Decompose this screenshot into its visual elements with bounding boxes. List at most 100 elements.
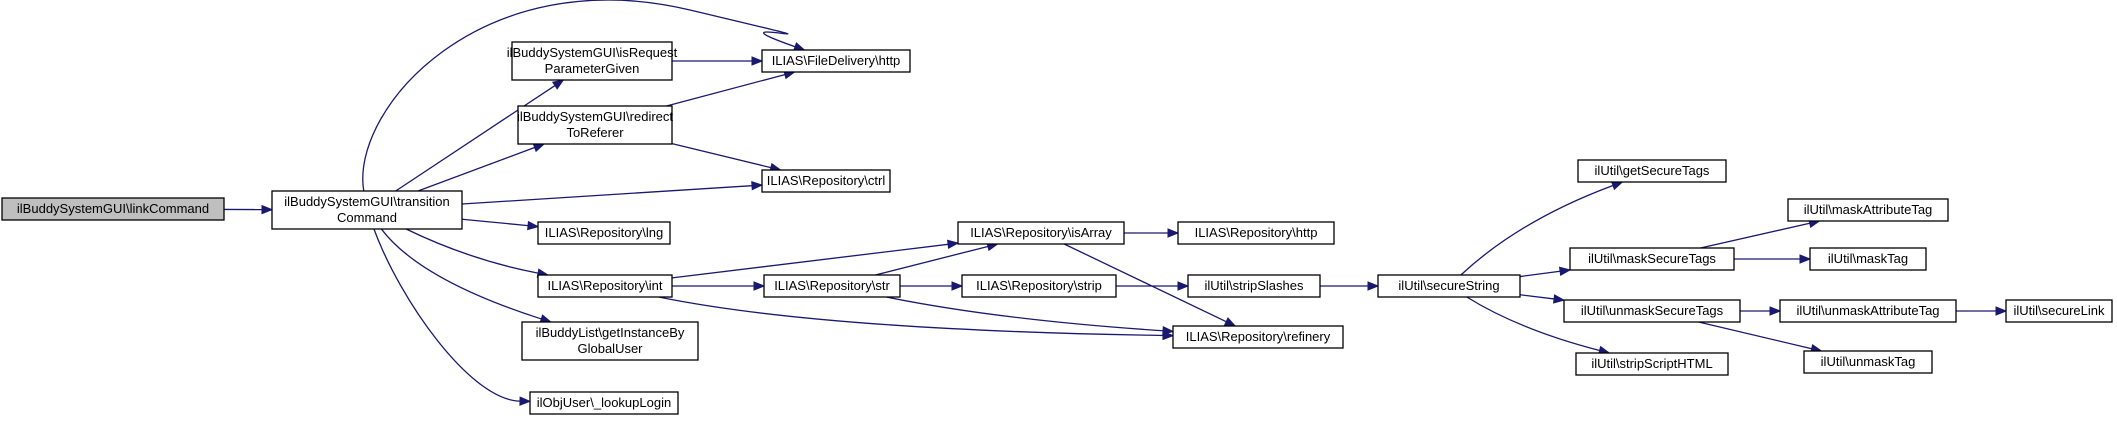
node-box[interactable]: [763, 274, 901, 298]
node-mask-attribute-tag[interactable]: ilUtil\maskAttributeTag: [1787, 198, 1949, 222]
edge-transition-command-to-lookup-login: [373, 228, 532, 406]
node-label: ilBuddySystemGUI\linkCommand: [17, 201, 209, 216]
node-label: ilUtil\secureLink: [2013, 303, 2105, 318]
node-lookup-login[interactable]: ilObjUser\_lookupLogin: [529, 391, 679, 415]
node-mask-tag[interactable]: ilUtil\maskTag: [1809, 247, 1927, 271]
edge-line: [362, 0, 796, 192]
edge-repo-int-to-repo-refinery: [658, 296, 1175, 341]
node-label: ilUtil\unmaskSecureTags: [1581, 303, 1724, 318]
node-label: ILIAS\Repository\str: [774, 278, 890, 293]
node-box[interactable]: [1563, 299, 1741, 323]
arrowhead: [532, 143, 546, 153]
edge-unmask-secure-tags-to-unmask-tag: [1698, 321, 1823, 354]
node-box[interactable]: [2005, 299, 2113, 323]
node-secure-string[interactable]: ilUtil\secureString: [1377, 274, 1521, 298]
node-repo-lng[interactable]: ILIAS\Repository\lng: [537, 221, 671, 245]
edge-line: [461, 185, 753, 205]
node-box[interactable]: [1577, 159, 1727, 183]
node-repo-http[interactable]: ILIAS\Repository\http: [1177, 221, 1335, 245]
node-box[interactable]: [1803, 350, 1933, 374]
edge-redirect-to-referer-to-repo-ctrl: [671, 143, 782, 173]
arrowhead: [1177, 281, 1190, 291]
node-label: ilBuddySystemGUI\redirect: [517, 109, 673, 124]
node-unmask-tag[interactable]: ilUtil\unmaskTag: [1803, 350, 1933, 374]
edge-repo-int-to-repo-str: [672, 281, 766, 291]
node-box[interactable]: [1787, 198, 1949, 222]
arrowhead: [519, 396, 532, 406]
edge-transition-command-to-repo-lng: [461, 218, 540, 231]
node-repo-refinery[interactable]: ILIAS\Repository\refinery: [1172, 325, 1344, 349]
node-strip-script-html[interactable]: ilUtil\stripScriptHTML: [1575, 352, 1729, 376]
arrowhead: [951, 281, 964, 291]
node-repo-str[interactable]: ILIAS\Repository\str: [763, 274, 901, 298]
node-label: ILIAS\Repository\int: [548, 278, 663, 293]
edge-repo-strip-to-strip-slashes: [1116, 281, 1190, 291]
node-box[interactable]: [271, 190, 463, 230]
edge-repo-str-to-repo-refinery: [886, 296, 1175, 336]
node-box[interactable]: [961, 274, 1117, 298]
node-repo-int[interactable]: ILIAS\Repository\int: [537, 274, 673, 298]
node-box[interactable]: [517, 105, 673, 145]
edge-line: [373, 228, 521, 402]
edge-redirect-to-referer-to-file-delivery-http: [666, 70, 796, 107]
edge-line: [1519, 270, 1561, 278]
arrowhead: [527, 220, 540, 231]
node-box[interactable]: [957, 221, 1125, 245]
arrowhead: [1162, 325, 1175, 336]
node-unmask-secure-tags[interactable]: ilUtil\unmaskSecureTags: [1563, 299, 1741, 323]
edge-line: [875, 245, 989, 276]
node-label: ilUtil\stripScriptHTML: [1591, 356, 1712, 371]
node-unmask-attribute-tag[interactable]: ilUtil\unmaskAttributeTag: [1779, 299, 1957, 323]
arrowhead: [1995, 306, 2008, 316]
node-label: ilObjUser\_lookupLogin: [537, 395, 671, 410]
node-label: ilUtil\getSecureTags: [1595, 163, 1710, 178]
node-mask-secure-tags[interactable]: ilUtil\maskSecureTags: [1569, 247, 1735, 271]
node-box[interactable]: [537, 274, 673, 298]
edge-repo-str-to-repo-strip: [900, 281, 964, 291]
edge-line: [1063, 243, 1227, 323]
node-box[interactable]: [1575, 352, 1729, 376]
node-box[interactable]: [1172, 325, 1344, 349]
edge-line: [1700, 222, 1810, 249]
node-box[interactable]: [1, 197, 225, 221]
node-strip-slashes[interactable]: ilUtil\stripSlashes: [1187, 274, 1321, 298]
node-box[interactable]: [537, 221, 671, 245]
node-file-delivery-http[interactable]: ILIAS\FileDelivery\http: [761, 49, 911, 73]
node-box[interactable]: [761, 169, 891, 193]
node-repo-ctrl[interactable]: ILIAS\Repository\ctrl: [761, 169, 891, 193]
node-box[interactable]: [1377, 274, 1521, 298]
node-link-command[interactable]: ilBuddySystemGUI\linkCommand: [1, 197, 225, 221]
node-box[interactable]: [1779, 299, 1957, 323]
node-box[interactable]: [529, 391, 679, 415]
arrowhead: [793, 42, 806, 52]
node-box[interactable]: [1177, 221, 1335, 245]
node-box[interactable]: [761, 49, 911, 73]
node-secure-link[interactable]: ilUtil\secureLink: [2005, 299, 2113, 323]
node-box[interactable]: [1187, 274, 1321, 298]
node-label: ParameterGiven: [545, 61, 640, 76]
node-label: ilUtil\maskSecureTags: [1588, 251, 1716, 266]
node-label: GlobalUser: [577, 341, 643, 356]
edge-strip-slashes-to-secure-string: [1320, 281, 1380, 291]
arrowhead: [751, 56, 764, 66]
node-repo-is-array[interactable]: ILIAS\Repository\isArray: [957, 221, 1125, 245]
node-label: ilUtil\maskTag: [1828, 251, 1908, 266]
node-repo-strip[interactable]: ILIAS\Repository\strip: [961, 274, 1117, 298]
node-box[interactable]: [1569, 247, 1735, 271]
node-box[interactable]: [521, 321, 699, 361]
arrowhead: [1167, 228, 1180, 238]
edge-unmask-attribute-tag-to-secure-link: [1956, 306, 2008, 316]
edge-repo-str-to-repo-is-array: [875, 241, 999, 276]
node-box[interactable]: [1809, 247, 1927, 271]
node-label: ilBuddySystemGUI\isRequest: [507, 45, 678, 60]
edges-layer: [223, 0, 2008, 406]
arrowhead: [1558, 266, 1572, 276]
node-get-secure-tags[interactable]: ilUtil\getSecureTags: [1577, 159, 1727, 183]
arrowhead: [551, 79, 565, 90]
node-box[interactable]: [511, 41, 673, 81]
arrowhead: [1367, 281, 1380, 291]
